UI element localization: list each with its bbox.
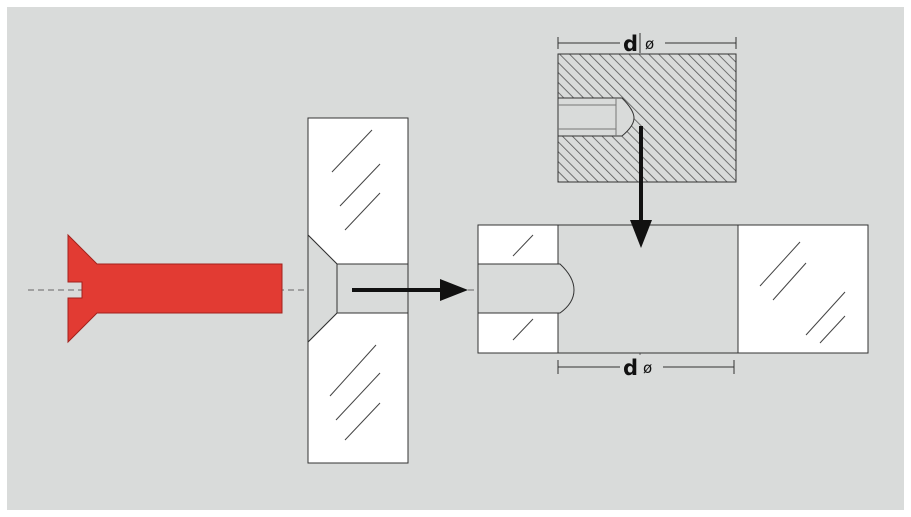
- receiving-assembly: [477, 224, 869, 354]
- top-dimension: d ø: [557, 32, 737, 56]
- top-dimension-symbol: ø: [645, 35, 654, 53]
- bottom-dimension-symbol: ø: [643, 359, 652, 377]
- downward-arrow: [630, 126, 652, 248]
- countersunk-screw: [67, 233, 283, 344]
- bottom-dimension-letter: d: [623, 356, 638, 380]
- threaded-insert-section: [557, 53, 737, 183]
- insertion-arrow: [352, 279, 468, 301]
- countersunk-panel: [307, 117, 409, 464]
- bottom-dimension: d ø: [557, 356, 735, 380]
- top-dimension-letter: d: [623, 32, 638, 56]
